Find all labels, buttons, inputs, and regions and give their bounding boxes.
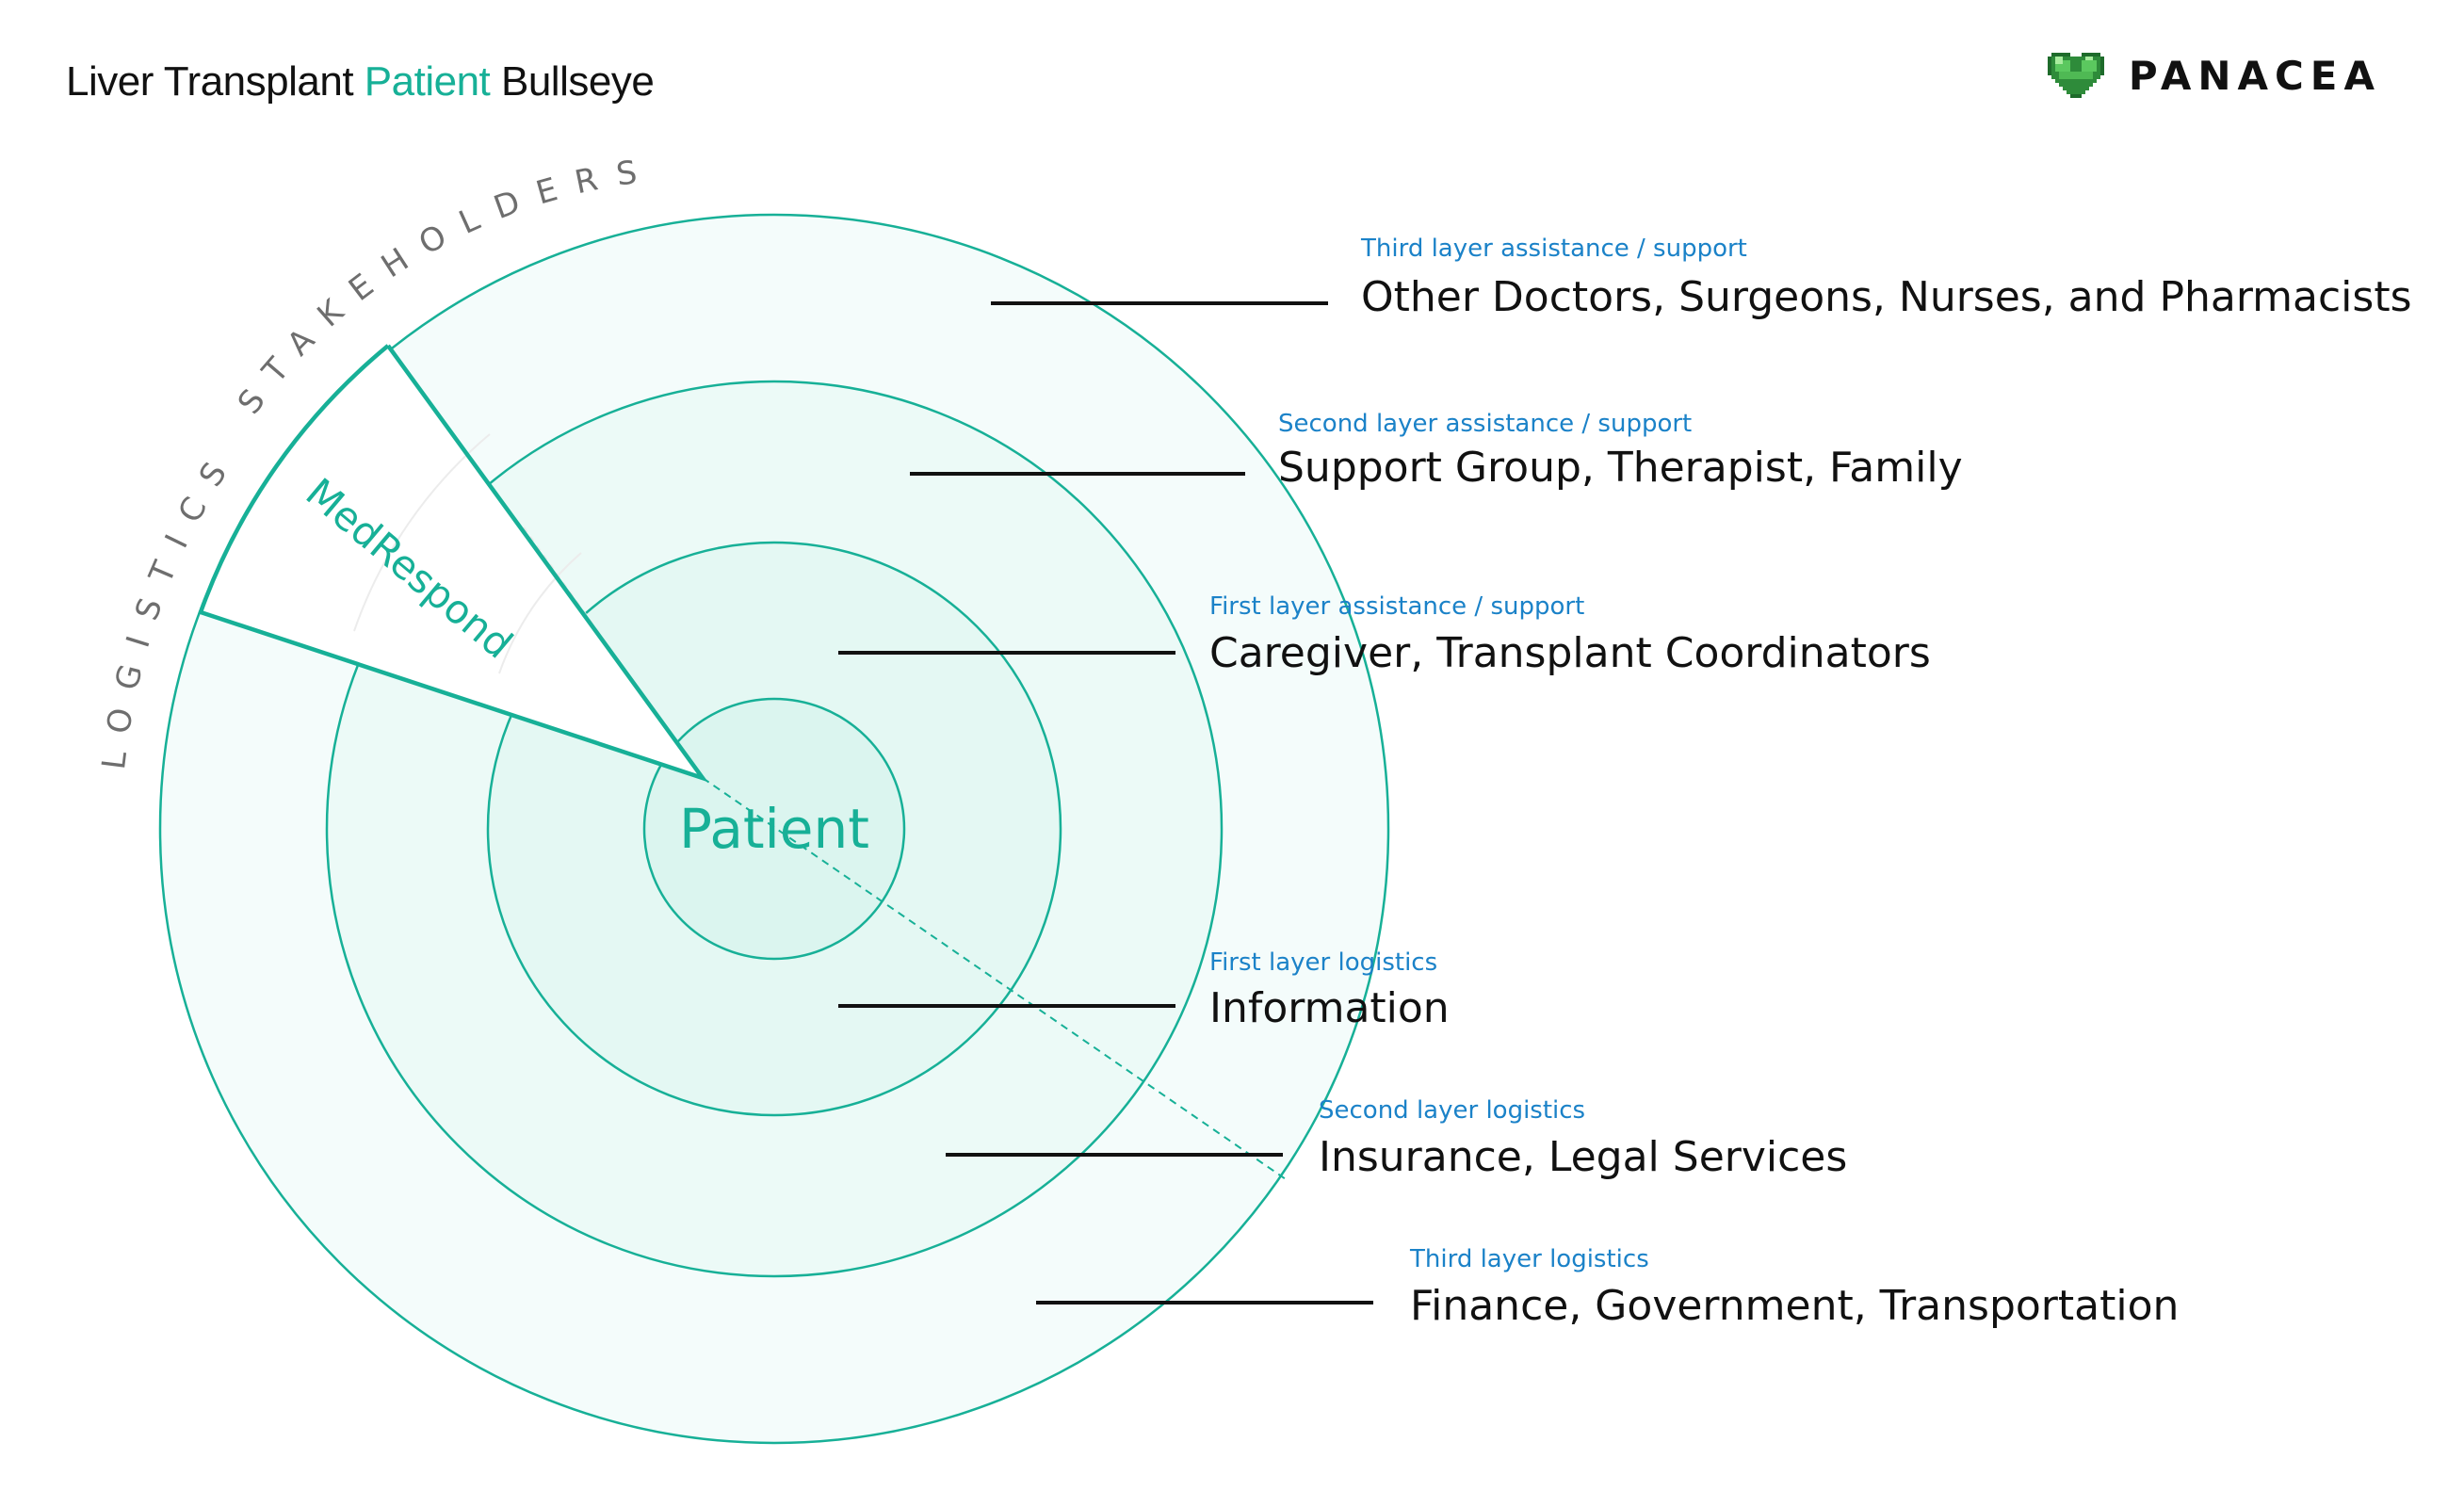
medrespond-wedge [201,346,703,778]
layer-label: Finance, Government, Transportation [1410,1282,2179,1330]
layer-label: Insurance, Legal Services [1319,1133,1847,1181]
layer-sublabel: Third layer logistics [1409,1245,1649,1273]
layer-sublabel: Second layer assistance / support [1278,410,1692,438]
layer-label: Information [1209,984,1450,1032]
center-label-patient: Patient [679,797,869,861]
page-title: Liver Transplant Patient Bullseye [66,58,655,105]
layer-label: Caregiver, Transplant Coordinators [1209,629,1931,677]
pixel-heart-icon [2047,53,2104,98]
layer-label: Other Doctors, Surgeons, Nurses, and Pha… [1361,273,2412,321]
title-prefix: Liver Transplant [66,58,365,105]
layer-sublabel: First layer logistics [1209,948,1437,977]
layer-sublabel: First layer assistance / support [1209,592,1584,621]
title-accent: Patient [364,58,491,105]
layer-sublabel: Second layer logistics [1319,1096,1585,1125]
layer-sublabel: Third layer assistance / support [1360,235,1747,263]
brand-name: PANACEA [2128,52,2381,99]
wedge-outline [198,344,708,783]
layer-label: Support Group, Therapist, Family [1278,444,1963,492]
title-suffix: Bullseye [490,58,655,105]
ring-patient [642,697,906,961]
brand-logo: PANACEA [2047,49,2381,102]
leader-lines [838,301,1373,1304]
